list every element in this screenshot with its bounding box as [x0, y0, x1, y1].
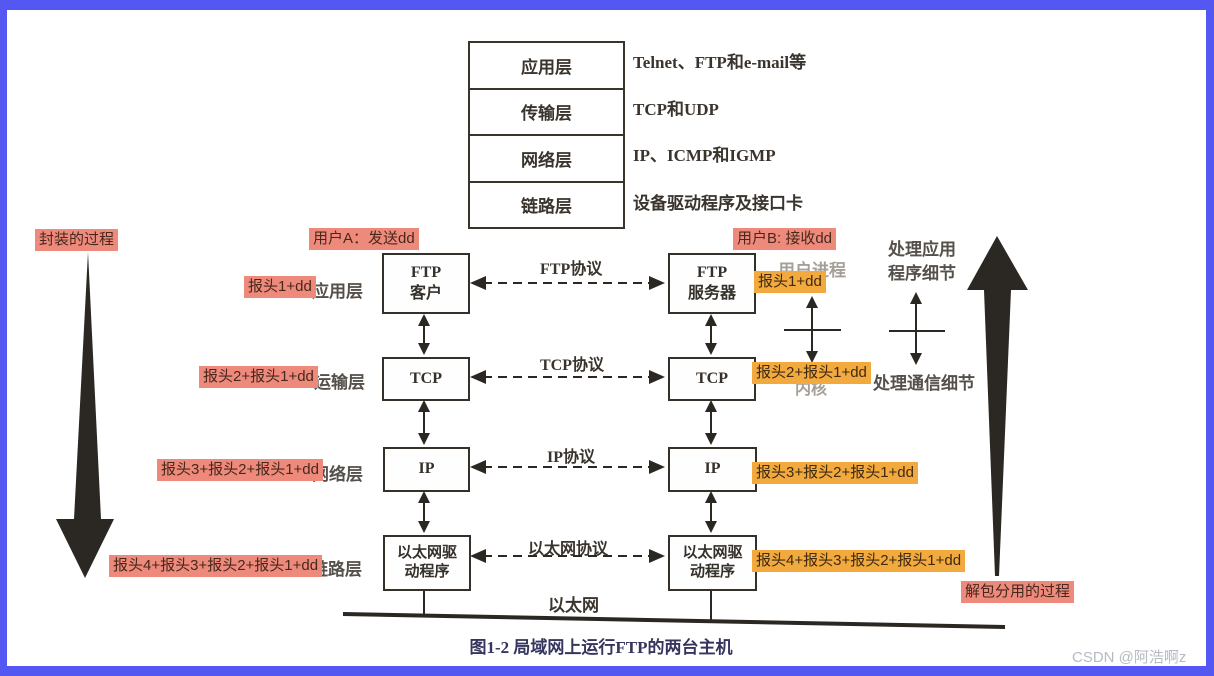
frame-border-left — [0, 0, 7, 676]
ip-protocol-dashed-arrow — [470, 460, 665, 474]
ftp-protocol-label: FTP协议 — [540, 261, 603, 278]
layer-table: 应用层 传输层 网络层 链路层 — [468, 41, 625, 229]
ip-label-right: IP — [704, 460, 721, 478]
user-a-tag: 用户A：发送dd — [309, 228, 419, 250]
encapsulation-title-tag: 封装的过程 — [35, 229, 119, 251]
tcp-box-right: TCP — [668, 357, 756, 401]
user-b-tag: 用户B: 接收dd — [733, 228, 837, 250]
tcp-protocol-dashed-arrow — [470, 370, 665, 384]
tcp-label-right: TCP — [696, 369, 728, 387]
stack-layer-label-link: 链路层 — [311, 560, 362, 579]
frame-border-right — [1206, 0, 1214, 676]
driver-right-line2: 动程序 — [689, 564, 735, 580]
tcp-protocol-label: TCP协议 — [540, 357, 605, 374]
ftp-client-box: FTP 客户 — [382, 253, 470, 314]
tcp-label-left: TCP — [410, 369, 442, 387]
ftp-server-line2: 服务器 — [687, 284, 736, 302]
layer-table-row-transport: 传输层 — [470, 87, 623, 135]
layer-table-row-application: 应用层 — [521, 57, 572, 77]
kernel-note: 内核 — [795, 381, 828, 398]
figure-caption: 图1-2 局域网上运行FTP的两台主机 — [469, 638, 733, 657]
layer-table-row-link: 链路层 — [470, 180, 623, 228]
ftp-protocol-dashed-arrow — [470, 276, 665, 290]
ip-box-right: IP — [668, 447, 757, 492]
stack-layer-label-application: 应用层 — [312, 282, 363, 301]
ftp-server-box: FTP 服务器 — [668, 253, 756, 314]
layer-desc-application: Telnet、FTP和e-mail等 — [633, 53, 807, 72]
ftp-client-line2: 客户 — [409, 284, 442, 302]
decapsulation-title-tag: 解包分用的过程 — [961, 581, 1075, 603]
ip-box-left: IP — [383, 447, 470, 492]
user-kernel-boundary-arrow-right — [889, 292, 945, 365]
driver-left-line2: 动程序 — [404, 564, 450, 580]
app-details-note: 处理应用 程序细节 — [888, 238, 956, 286]
left-header3-tag: 报头3+报头2+报头1+dd — [157, 459, 323, 481]
layer-desc-transport: TCP和UDP — [633, 100, 719, 119]
frame-border-top — [0, 0, 1214, 10]
driver-left-line1: 以太网驱 — [396, 544, 457, 561]
stack-layer-label-transport: 运输层 — [314, 373, 365, 392]
decapsulation-up-arrow — [967, 236, 1028, 576]
user-kernel-boundary-arrow-left — [784, 296, 841, 363]
driver-right-line1: 以太网驱 — [682, 544, 743, 561]
ethernet-protocol-label: 以太网协议 — [528, 541, 609, 558]
right-header2-tag: 报头2+报头1+dd — [752, 362, 871, 384]
layer-desc-network: IP、ICMP和IGMP — [633, 146, 776, 165]
frame-border-bottom — [0, 666, 1214, 676]
ethernet-driver-box-left: 以太网驱 动程序 — [383, 535, 471, 591]
left-header2-tag: 报头2+报头1+dd — [199, 366, 318, 388]
ip-protocol-label: IP协议 — [547, 449, 596, 466]
app-details-note-line2: 程序细节 — [888, 264, 956, 283]
ip-label-left: IP — [418, 460, 435, 478]
ethernet-protocol-dashed-arrow — [470, 549, 665, 563]
ethernet-driver-box-right: 以太网驱 动程序 — [668, 535, 757, 591]
ftp-server-line1: FTP — [696, 263, 728, 281]
app-details-note-line1: 处理应用 — [888, 240, 956, 259]
right-header3-tag: 报头3+报头2+报头1+dd — [752, 462, 918, 484]
comm-details-note: 处理通信细节 — [873, 374, 975, 393]
stack-layer-label-network: 网络层 — [312, 465, 363, 484]
right-header4-tag: 报头4+报头3+报头2+报头1+dd — [752, 550, 966, 572]
left-header1-tag: 报头1+dd — [244, 276, 316, 298]
right-header1-tag: 报头1+dd — [754, 271, 826, 293]
encapsulation-down-arrow — [56, 252, 114, 578]
left-header4-tag: 报头4+报头3+报头2+报头1+dd — [109, 555, 323, 577]
layer-table-row-network: 网络层 — [470, 134, 623, 181]
ethernet-bus-label: 以太网 — [548, 596, 599, 615]
layer-desc-link: 设备驱动程序及接口卡 — [633, 194, 803, 213]
ethernet-bus-line — [342, 612, 1006, 629]
right-stack-vertical-arrows — [705, 314, 717, 622]
ftp-client-line1: FTP — [410, 263, 442, 281]
csdn-watermark: CSDN @阿浩啊z — [1072, 649, 1187, 666]
left-stack-vertical-arrows — [418, 314, 430, 617]
tcp-box-left: TCP — [382, 357, 470, 401]
